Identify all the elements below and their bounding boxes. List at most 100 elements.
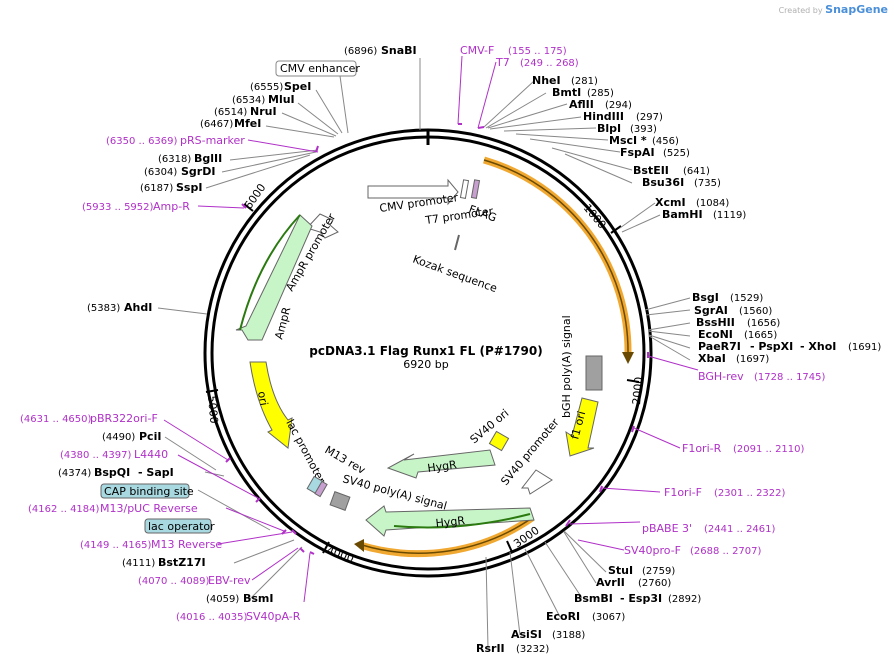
credit-text: Created by — [778, 6, 823, 15]
cmv-enhancer-label: CMV enhancer — [280, 62, 360, 75]
ebv-range: (4070 .. 4089) — [138, 576, 210, 587]
ampr-label: AmpR — [272, 305, 293, 340]
ahdi-name: AhdI — [124, 301, 152, 314]
bsmi-name: BsmI — [243, 592, 274, 605]
enzyme-leaders — [157, 58, 691, 649]
fspai-pos: (525) — [663, 148, 690, 159]
bsteii-name: BstEII — [633, 164, 669, 177]
primer-marks — [225, 123, 649, 555]
bsteii-pos: (641) — [683, 166, 710, 177]
l4440-range: (4380 .. 4397) — [60, 450, 132, 461]
mlui-name: MluI — [268, 93, 295, 106]
tick-2000: 2000 — [630, 376, 645, 405]
ori-label: ori — [255, 390, 270, 406]
t7-promoter-label: T7 promoter — [424, 205, 495, 228]
cmv-enhancer-box — [275, 60, 357, 77]
feature-ampr: AmpR — [235, 214, 313, 341]
asisi-name: AsiSI — [511, 628, 542, 641]
lac-operator-box — [144, 518, 212, 534]
xbai-pos: (1697) — [736, 354, 769, 365]
avrii-pos: (2760) — [638, 578, 671, 589]
f1f-range: (2301 .. 2322) — [714, 488, 786, 499]
bstz17i-pos: (4111) — [122, 558, 155, 569]
sgrdi-pos: (6304) — [144, 167, 177, 178]
bsu36i-pos: (735) — [694, 178, 721, 189]
f1r-name: F1ori-R — [682, 442, 722, 455]
insert-arc-1 — [483, 156, 632, 357]
tick-5000: 5000 — [205, 395, 220, 424]
sspi-name: SspI — [176, 181, 202, 194]
feature-lac-cap — [306, 475, 328, 498]
bsshii-name: BssHII — [696, 316, 735, 329]
t7-promoter-feature — [470, 179, 481, 199]
blpi-pos: (393) — [630, 124, 657, 135]
m13puc-range: (4162 .. 4184) — [28, 504, 100, 515]
sv40pa-range: (4016 .. 4035) — [176, 612, 248, 623]
insert-arc-1-line — [483, 159, 629, 357]
bstz17i-name: BstZ17I — [158, 556, 206, 569]
feature-ori: ori — [249, 361, 293, 449]
bglii-name: BglII — [194, 152, 222, 165]
snapgene-logo: SnapGene — [825, 3, 888, 16]
bgh-polya-label: bGH poly(A) signal — [560, 315, 573, 418]
primer-labels: CMV-F (155 .. 175) T7 (249 .. 268) (6350… — [20, 44, 826, 623]
bmti-pos: (285) — [587, 88, 614, 99]
mfei-name: MfeI — [234, 117, 261, 130]
m13puc-name: M13/pUC Reverse — [100, 502, 198, 515]
pbabe-range: (2441 .. 2461) — [704, 524, 776, 535]
primer-leaders — [163, 55, 699, 603]
nhei-name: NheI — [532, 74, 561, 87]
xcmi-name: XcmI — [655, 196, 686, 209]
l4440-name: L4440 — [134, 448, 168, 461]
econi-name: EcoNI — [698, 328, 733, 341]
bamhi-name: BamHI — [662, 208, 703, 221]
hindiii-name: HindIII — [583, 110, 624, 123]
paer7i-pos: (1691) — [848, 342, 881, 353]
nhei-pos: (281) — [571, 76, 598, 87]
pbabe-name: pBABE 3' — [642, 522, 692, 535]
kozak-label: Kozak sequence — [411, 253, 499, 296]
pcii-name: PciI — [139, 430, 161, 443]
sv40pro-range: (2688 .. 2707) — [690, 546, 762, 557]
pbr-range: (4631 .. 4650) — [20, 414, 92, 425]
insert-arc-2-line — [361, 517, 533, 554]
sgrai-pos: (1560) — [739, 306, 772, 317]
pspxi-name: - PspXI — [750, 340, 793, 353]
snabi-name: SnaBI — [381, 44, 417, 57]
bsmbi-name: BsmBI — [574, 592, 613, 605]
sspi-pos: (6187) — [140, 183, 173, 194]
sgrdi-name: SgrDI — [181, 165, 215, 178]
feature-f1-ori: f1 ori — [565, 397, 599, 457]
feature-hygr-2: HygR — [365, 505, 535, 537]
bsmbi-pos: (2892) — [668, 594, 701, 605]
m13rev-range: (4149 .. 4165) — [80, 540, 152, 551]
econi-pos: (1665) — [744, 330, 777, 341]
feature-hygr-1: HygR — [386, 449, 496, 479]
cmvf-range: (155 .. 175) — [508, 46, 567, 57]
bmti-name: BmtI — [552, 86, 581, 99]
lac-promoter-label: lac promoter — [283, 417, 328, 486]
cmv-enhancer-leader — [339, 75, 349, 134]
nrui-pos: (6514) — [214, 107, 247, 118]
hygr-label-2: HygR — [435, 514, 466, 530]
f1f-name: F1ori-F — [664, 486, 702, 499]
cap-box — [100, 483, 190, 499]
sv40-polya-label: SV40 poly(A) signal — [341, 472, 448, 512]
ecori-name: EcoRI — [546, 610, 580, 623]
blpi-name: BlpI — [597, 122, 621, 135]
xhoi-name: - XhoI — [800, 340, 836, 353]
bsu36i-name: Bsu36I — [642, 176, 684, 189]
plasmid-size: 6920 bp — [403, 358, 448, 371]
mlui-pos: (6534) — [232, 95, 265, 106]
prs-name: pRS-marker — [180, 134, 245, 147]
rsrii-name: RsrII — [476, 642, 505, 655]
prs-range: (6350 .. 6369) — [106, 136, 178, 147]
lac-operator-label: lac operator — [148, 520, 215, 533]
bsmi-pos: (4059) — [206, 594, 239, 605]
sv40pa-name: SV40pA-R — [246, 610, 301, 623]
pbr-name: pBR322ori-F — [90, 412, 158, 425]
aflii-name: AflII — [569, 98, 594, 111]
esp3i-name: - Esp3I — [620, 592, 662, 605]
m13rev-name: M13 Reverse — [151, 538, 222, 551]
